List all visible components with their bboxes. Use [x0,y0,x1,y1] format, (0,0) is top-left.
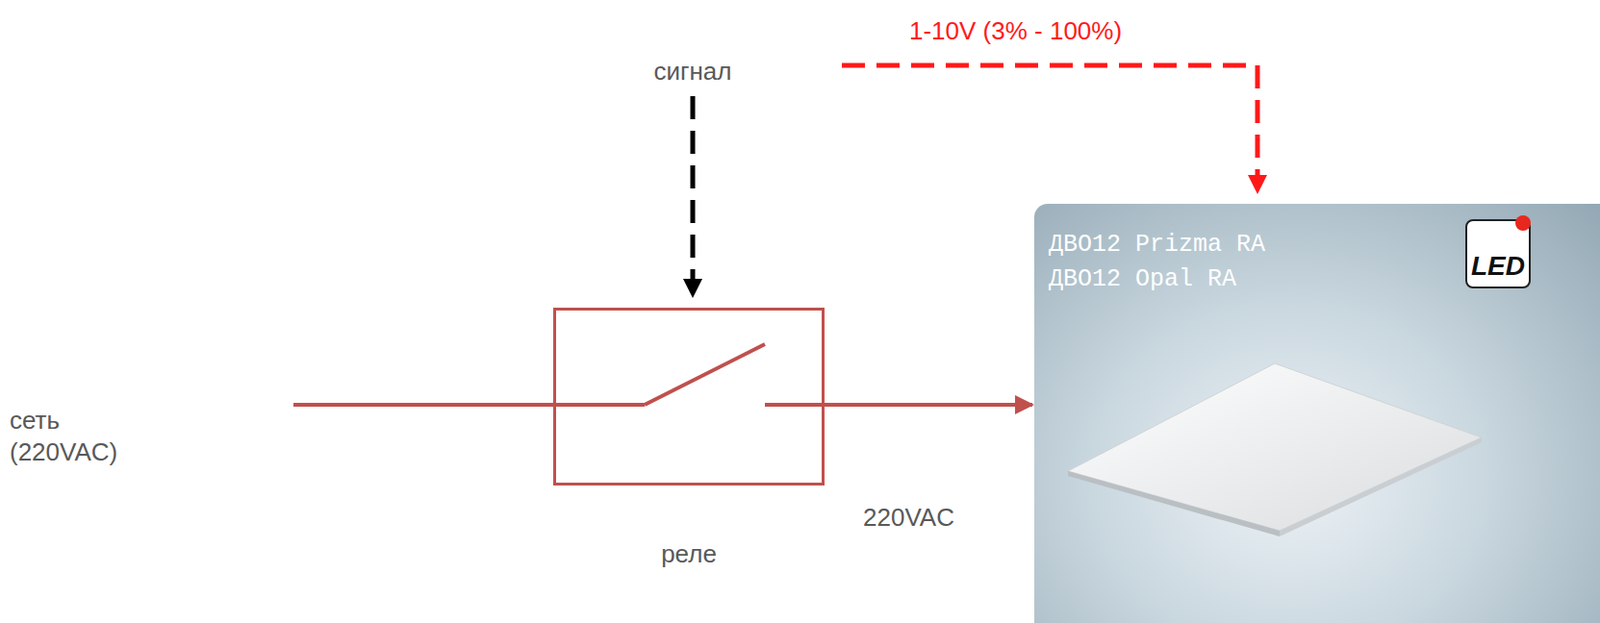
relay-box: реле [553,307,825,486]
relay-label: реле [556,538,822,571]
status-dot [1515,215,1531,231]
led-text: LED [1471,250,1525,282]
dimming-signal-label: 1-10V (3% - 100%) [909,15,1122,48]
switch-blade [644,344,765,406]
signal-arrow [690,96,696,289]
led-badge: LED [1465,219,1531,289]
dimming-arrow [841,65,1258,185]
model-name: ДВО12 Prizma RA [1048,228,1266,261]
signal-label: сигнал [654,55,733,88]
voltage-label: 220VAC [863,502,955,534]
model-name: ДВО12 Opal RA [1048,263,1237,296]
mains-wire [293,403,645,407]
switch-contact-wire [764,403,825,407]
mains-label: сеть (220VAC) [9,405,135,469]
power-wire [824,403,1033,407]
luminaire-panel: ДВО12 Prizma RAДВО12 Opal RA LED [1034,203,1600,623]
